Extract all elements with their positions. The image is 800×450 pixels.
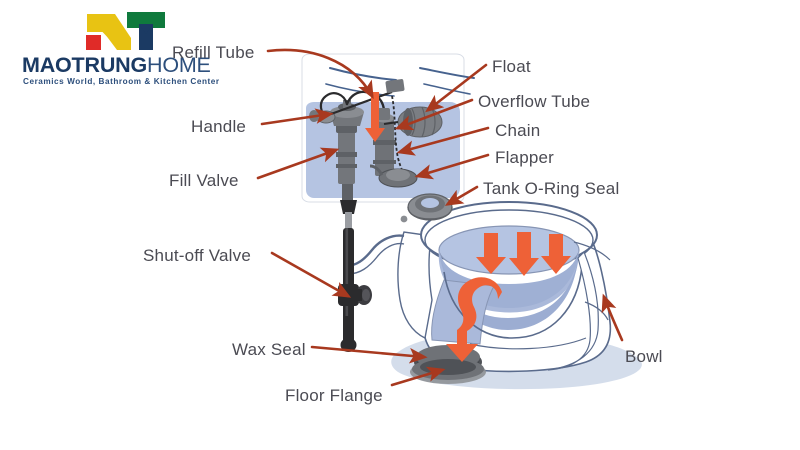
label-fill-valve: Fill Valve	[169, 171, 239, 190]
leader-handle	[260, 108, 334, 126]
label-bowl: Bowl	[625, 347, 663, 366]
leader-flapper	[414, 153, 490, 180]
label-flapper: Flapper	[495, 148, 555, 167]
supply-elbow	[345, 234, 405, 275]
supply-pipe-part	[340, 200, 357, 352]
leader-tank-o-ring	[444, 185, 479, 206]
leader-shut-off-valve	[270, 251, 352, 298]
floor-flange-part	[410, 358, 486, 384]
leader-floor-flange	[390, 366, 446, 387]
tank-o-ring-seal-part	[400, 193, 453, 223]
bowl-inlet-arrow-3	[541, 234, 571, 274]
leader-bowl	[601, 293, 624, 342]
label-tank-o-ring: Tank O-Ring Seal	[483, 179, 620, 198]
leader-overflow-tube	[394, 98, 474, 131]
label-handle: Handle	[191, 117, 247, 136]
flow-arrows	[365, 92, 571, 362]
label-overflow-tube: Overflow Tube	[478, 92, 591, 111]
leader-fill-valve	[256, 147, 340, 180]
leader-wax-seal	[310, 345, 428, 364]
tank-rise-arrow	[365, 92, 385, 142]
brand-name-light: HOME	[147, 53, 211, 77]
brand-tagline: Ceramics World, Bathroom & Kitchen Cente…	[23, 77, 220, 86]
label-floor-flange: Floor Flange	[285, 386, 383, 405]
label-refill-tube: Refill Tube	[172, 43, 255, 62]
leader-float	[425, 63, 488, 113]
label-wax-seal: Wax Seal	[232, 340, 306, 359]
bowl-inlet-arrow-2	[509, 232, 539, 276]
maotrunghome-logo-mark	[86, 12, 165, 50]
brand-name-bold: MAOTRUNG	[22, 53, 147, 77]
label-chain: Chain	[495, 121, 541, 140]
brand-logo: MAOTRUNGHOME Ceramics World, Bathroom & …	[22, 8, 222, 90]
flapper-part	[369, 164, 418, 188]
leader-arrows	[256, 48, 624, 387]
label-shut-off-valve: Shut-off Valve	[143, 246, 252, 265]
fill-valve-part	[330, 100, 364, 202]
shut-off-valve-part	[338, 284, 372, 306]
leader-chain	[396, 126, 490, 156]
leader-refill-tube	[266, 48, 374, 100]
bowl-inlet-arrow-1	[476, 233, 506, 274]
label-float: Float	[492, 57, 531, 76]
brand-wordmark: MAOTRUNGHOME	[22, 54, 222, 76]
